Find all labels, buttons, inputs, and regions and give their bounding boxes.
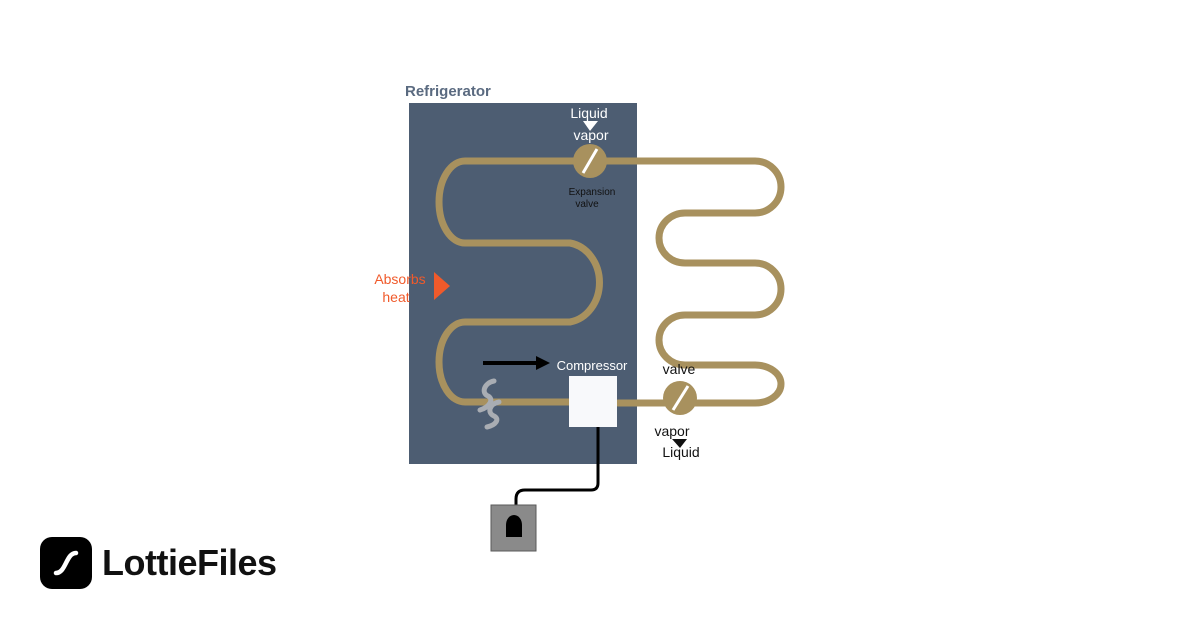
bottom-valve-out-label: Liquid xyxy=(662,444,699,460)
evaporator-coil xyxy=(435,157,603,406)
top-valve-out-label: vapor xyxy=(573,127,608,143)
heat-arrow-icon xyxy=(434,272,450,300)
compressor-box xyxy=(569,376,617,427)
power-cord xyxy=(514,427,600,512)
top-valve-in-label: Liquid xyxy=(570,105,607,121)
bottom-valve-arrow-icon xyxy=(672,439,687,448)
top-valve-arrow-icon xyxy=(583,121,598,131)
absorbs-heat-label-line2: heat xyxy=(382,289,409,305)
absorbs-heat-label-line1: Absorbs xyxy=(374,271,425,287)
compressor-label: Compressor xyxy=(557,358,628,373)
flow-arrow-icon xyxy=(483,356,550,370)
bottom-valve-in-label: vapor xyxy=(654,423,689,439)
lottiefiles-logo[interactable]: LottieFiles xyxy=(40,537,277,589)
brand-name: LottieFiles xyxy=(102,542,277,583)
expansion-valve-label-line1: Expansion xyxy=(569,187,616,198)
lottiefiles-mark-icon xyxy=(40,537,92,589)
condenser-coil xyxy=(586,157,785,407)
expansion-valve-label-line2: valve xyxy=(575,199,599,210)
bottom-valve-icon xyxy=(663,381,697,415)
expansion-valve-icon xyxy=(573,144,607,178)
refrigerator-title: Refrigerator xyxy=(405,83,491,100)
vapor-wisp-icon xyxy=(477,378,502,430)
bottom-valve-label: valve xyxy=(663,361,696,377)
plug-icon xyxy=(506,515,522,537)
